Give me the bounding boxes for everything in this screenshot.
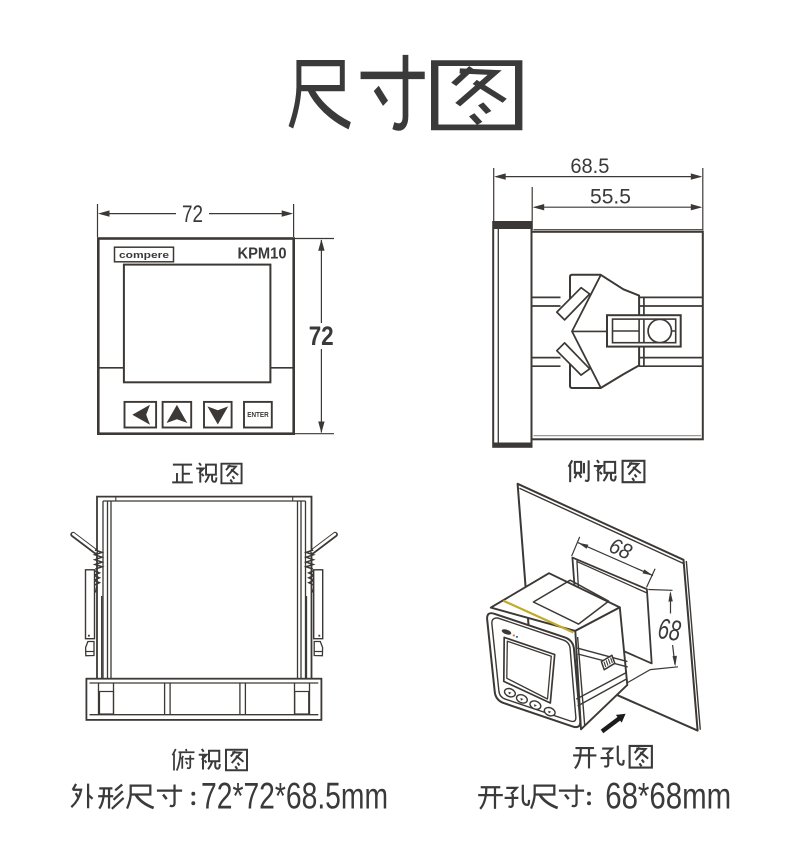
svg-text:68: 68 — [656, 613, 683, 648]
svg-text:72: 72 — [182, 201, 203, 228]
svg-text:KPM10: KPM10 — [238, 245, 287, 262]
svg-text:68*68mm: 68*68mm — [605, 774, 731, 816]
svg-text:compere: compere — [119, 250, 169, 261]
svg-text:ENTER: ENTER — [247, 412, 269, 419]
svg-text:72*72*68.5mm: 72*72*68.5mm — [201, 774, 388, 816]
svg-text:55.5: 55.5 — [590, 186, 631, 209]
svg-text:72: 72 — [309, 321, 334, 351]
svg-text:68.5: 68.5 — [570, 155, 609, 178]
